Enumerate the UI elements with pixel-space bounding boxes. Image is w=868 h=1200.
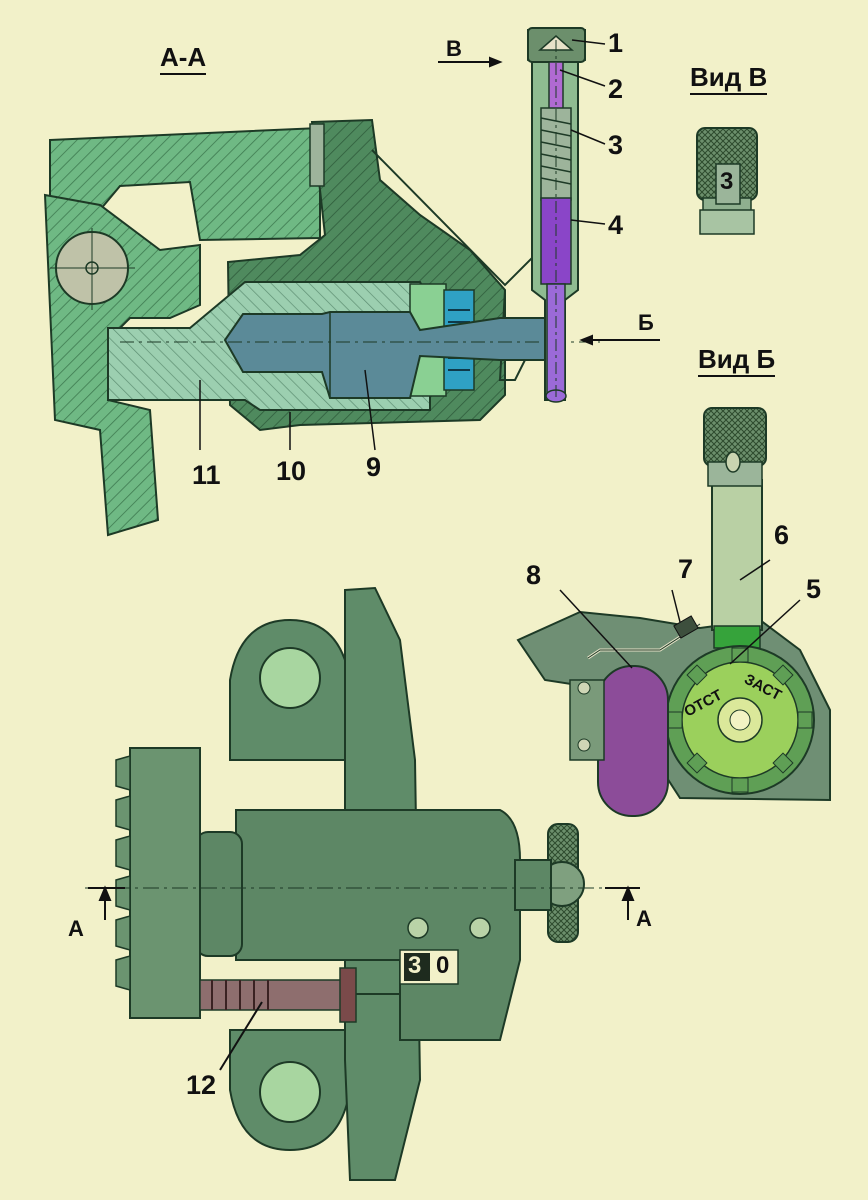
indicator-digit-1: 3 xyxy=(408,952,422,979)
bottom-assembly-drawing xyxy=(85,586,640,1181)
arrow-b2-label: Б xyxy=(638,310,654,335)
part-6-handle xyxy=(711,479,763,631)
section-title: А-А xyxy=(160,44,207,75)
callout-6: 6 xyxy=(774,520,790,550)
callout-10: 10 xyxy=(276,456,307,486)
section-mark-left: А xyxy=(68,916,84,941)
callout-2: 2 xyxy=(608,74,624,104)
part-7-screw xyxy=(673,615,699,639)
view-b2-drawing xyxy=(516,407,831,817)
callout-7: 7 xyxy=(678,554,694,584)
callout-3: 3 xyxy=(608,130,624,160)
section-mark-right: А xyxy=(636,906,652,931)
section-aa-drawing xyxy=(43,27,660,537)
view-b2-title: Вид Б xyxy=(698,346,776,377)
callout-1: 1 xyxy=(608,28,624,58)
callout-9: 9 xyxy=(366,452,382,482)
view-b-digit: 3 xyxy=(720,168,734,195)
callout-5: 5 xyxy=(806,574,822,604)
callout-12: 12 xyxy=(186,1070,217,1100)
arrow-b-label: В xyxy=(446,36,462,61)
indicator-digit-2: 0 xyxy=(436,952,450,979)
view-b-drawing xyxy=(696,127,758,235)
callout-8: 8 xyxy=(526,560,542,590)
part-8-pawl xyxy=(597,665,669,817)
view-b-title: Вид В xyxy=(690,64,768,95)
callout-11: 11 xyxy=(192,460,221,490)
part-12-spring-rod xyxy=(199,979,351,1011)
callout-4: 4 xyxy=(608,210,624,240)
